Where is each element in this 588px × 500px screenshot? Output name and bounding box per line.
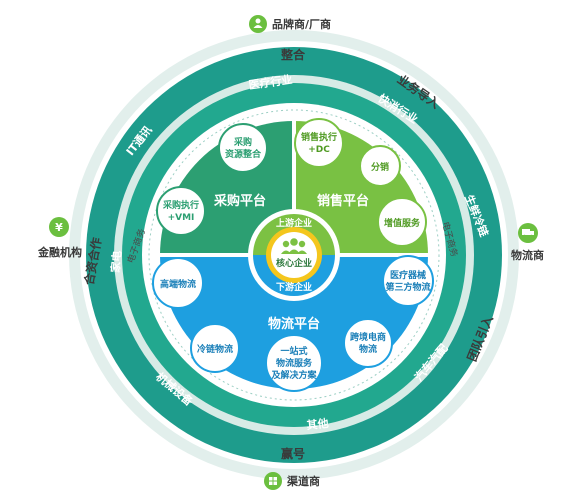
ring-bottom: 赢号 — [281, 446, 305, 461]
industry-appliance: 家电 — [108, 250, 124, 273]
svg-text:一站式: 一站式 — [280, 345, 307, 357]
core-enterprise: 核心企业 上游企业 下游企业 — [248, 209, 340, 301]
bubble-cross-border: 跨境电商 物流 — [343, 318, 393, 368]
logistics-platform-label: 物流平台 — [268, 316, 320, 332]
svg-text:医疗器械: 医疗器械 — [390, 269, 426, 281]
external-brand: 品牌商/厂商 — [249, 15, 331, 33]
svg-text:及解决方案: 及解决方案 — [271, 369, 317, 381]
svg-text:第三方物流: 第三方物流 — [385, 281, 430, 293]
bubble-medical-3pl: 医疗器械 第三方物流 — [382, 255, 434, 307]
external-channel-label: 渠道商 — [287, 474, 320, 488]
bubble-purchase-integration: 采购 资源整合 — [218, 123, 268, 173]
ring-integration: 整合 — [280, 47, 306, 62]
svg-text:采购执行: 采购执行 — [162, 199, 199, 211]
svg-text:分销: 分销 — [371, 161, 389, 173]
bubble-value-added: 增值服务 — [377, 197, 427, 247]
svg-text:+DC: +DC — [308, 145, 330, 155]
svg-text:增值服务: 增值服务 — [384, 217, 421, 229]
inner-dashed-ring — [148, 109, 440, 401]
svg-text:销售执行: 销售执行 — [301, 131, 337, 143]
svg-text:高端物流: 高端物流 — [160, 278, 196, 290]
bubble-sales-dc: 销售执行 +DC — [294, 118, 344, 168]
people-icon — [281, 238, 307, 254]
yen-icon — [49, 217, 69, 237]
sales-platform-label: 销售平台 — [317, 193, 369, 209]
bubble-high-end: 高端物流 — [152, 257, 204, 309]
external-logistics: 物流商 — [511, 223, 544, 262]
svg-text:资源整合: 资源整合 — [225, 148, 262, 160]
upstream-label: 上游企业 — [276, 217, 312, 229]
external-finance: ¥ 金融机构 — [37, 217, 82, 259]
external-brand-label: 品牌商/厂商 — [272, 17, 331, 31]
svg-text:物流服务: 物流服务 — [276, 357, 313, 369]
external-finance-label: 金融机构 — [37, 245, 82, 259]
person-icon — [249, 15, 267, 33]
external-channel: 渠道商 — [264, 472, 320, 490]
svg-text:跨境电商: 跨境电商 — [350, 331, 386, 343]
svg-text:采购: 采购 — [233, 136, 252, 148]
downstream-label: 下游企业 — [276, 281, 312, 293]
svg-text:¥: ¥ — [55, 221, 63, 234]
procurement-platform-label: 采购平台 — [213, 193, 266, 209]
bubble-distribution: 分销 — [359, 145, 401, 187]
external-logistics-label: 物流商 — [511, 248, 544, 262]
core-label: 核心企业 — [276, 257, 312, 269]
bubble-one-stop: 一站式 物流服务 及解决方案 — [265, 334, 323, 392]
bubble-purchase-vmi: 采购执行 +VMI — [156, 186, 206, 236]
bubble-cold-chain: 冷链物流 — [190, 323, 240, 373]
grid-icon — [264, 472, 282, 490]
core-white — [271, 232, 317, 278]
industry-medical: 医疗行业 — [248, 72, 294, 92]
svg-text:物流: 物流 — [359, 343, 377, 355]
svg-text:冷链物流: 冷链物流 — [197, 343, 233, 355]
industry-other: 其他 — [306, 416, 329, 432]
svg-text:+VMI: +VMI — [168, 213, 195, 223]
